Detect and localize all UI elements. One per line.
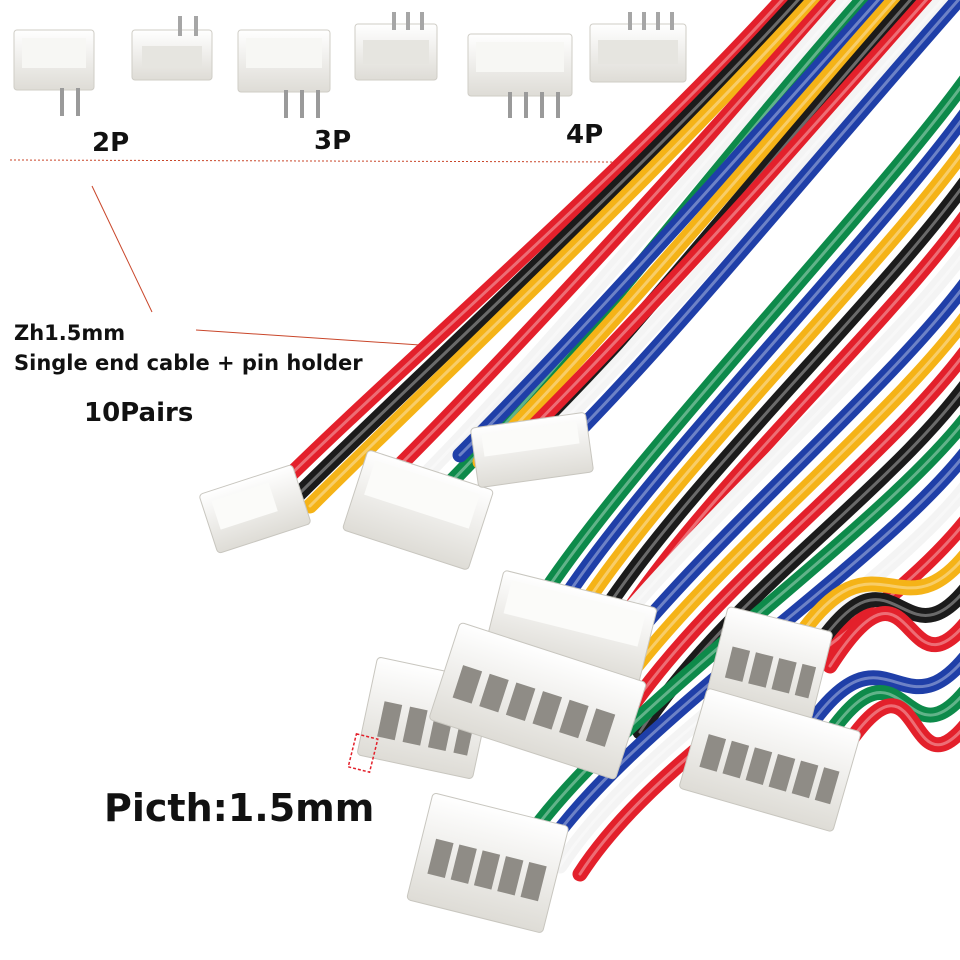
connector-2p-header	[131, 16, 213, 81]
pitch-label: Picth:1.5mm	[104, 786, 375, 830]
connector-end-2p	[199, 464, 311, 554]
connector-end-3p-small	[470, 412, 594, 488]
wire	[782, 550, 960, 658]
pointer-line	[195, 329, 421, 346]
wire	[612, 347, 960, 732]
wire-highlight	[558, 0, 960, 452]
wire	[412, 0, 857, 488]
label-4-pin: 4P	[566, 120, 604, 150]
description-label: Single end cable + pin holder	[14, 351, 363, 375]
divider-line	[9, 159, 621, 163]
wire	[552, 109, 960, 614]
wire-highlight	[798, 661, 960, 742]
connector-end-6p	[429, 622, 647, 780]
wire	[387, 0, 841, 478]
pitch-indicator	[347, 732, 379, 774]
connector-4p-housing	[467, 33, 573, 118]
wire	[287, 0, 809, 506]
wire	[592, 177, 960, 626]
wire-highlight	[538, 0, 945, 447]
wire-highlight	[808, 593, 960, 660]
connector-2p-housing	[13, 29, 95, 116]
wire	[302, 0, 825, 514]
wire	[267, 0, 793, 498]
connector-end-4p-right	[706, 606, 833, 720]
wire	[532, 0, 953, 453]
wire	[572, 143, 960, 620]
wire-highlight	[308, 0, 817, 508]
wire-highlight	[558, 119, 960, 608]
connector-3p-housing	[237, 29, 331, 118]
wire-highlight	[828, 612, 960, 668]
wire-highlight	[538, 85, 960, 602]
wire-highlight	[598, 187, 960, 620]
wire	[512, 0, 937, 448]
wire-highlight	[838, 704, 960, 758]
connector-end-6p-right	[679, 688, 861, 832]
wire-highlight	[578, 153, 960, 614]
wire-bundle	[267, 0, 960, 882]
wire	[472, 0, 905, 470]
label-2-pin: 2P	[92, 128, 130, 158]
spec-label: Zh1.5mm	[14, 321, 126, 345]
pointer-line	[91, 185, 153, 313]
wire-highlight	[393, 0, 833, 472]
wire	[792, 652, 960, 748]
wire	[532, 75, 960, 608]
wire-highlight	[788, 559, 960, 652]
connector-end-3p	[342, 450, 494, 570]
wire	[802, 584, 960, 666]
wire-highlight	[273, 0, 785, 492]
connector-4p-header	[589, 12, 687, 83]
wire-highlight	[418, 0, 849, 482]
wire-highlight	[618, 356, 960, 726]
quantity-label: 10Pairs	[84, 398, 194, 428]
wire-highlight	[518, 0, 929, 442]
wire-highlight	[478, 0, 897, 464]
wire-highlight	[458, 0, 881, 457]
connector-end-5p-bottom	[406, 793, 569, 933]
wire	[452, 0, 889, 463]
connector-3p-header	[354, 12, 438, 81]
wire	[832, 698, 960, 764]
wire-highlight	[293, 0, 801, 500]
label-3-pin: 3P	[314, 126, 352, 156]
wire	[822, 606, 960, 674]
wire	[552, 0, 960, 458]
